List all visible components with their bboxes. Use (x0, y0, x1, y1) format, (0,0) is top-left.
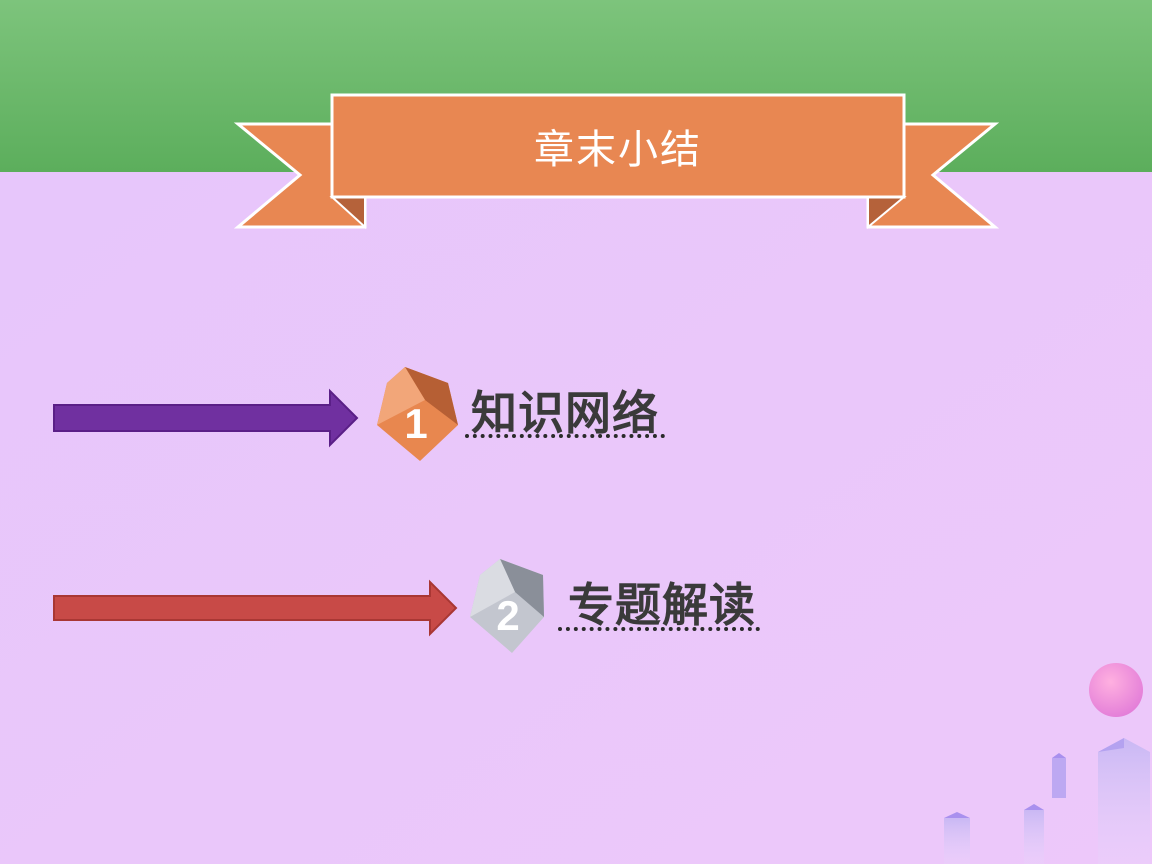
arrow-1 (53, 388, 359, 448)
title-ribbon (233, 93, 1000, 230)
pink-sphere (1089, 663, 1143, 717)
item-2-number: 2 (496, 592, 520, 639)
item-2-underline (558, 627, 760, 631)
ribbon-main (330, 93, 906, 199)
slide-title: 章末小结 (534, 127, 702, 173)
item-1-number: 1 (404, 400, 428, 447)
item-2-label[interactable]: 专题解读 (568, 578, 756, 632)
item-1-underline (465, 434, 665, 438)
badge-1-cube (377, 367, 458, 461)
badge-2-cube (470, 559, 544, 653)
bar-chart-decoration-icon (944, 738, 1150, 864)
item-1-label[interactable]: 知识网络 (471, 386, 659, 440)
arrow-2 (53, 579, 458, 637)
